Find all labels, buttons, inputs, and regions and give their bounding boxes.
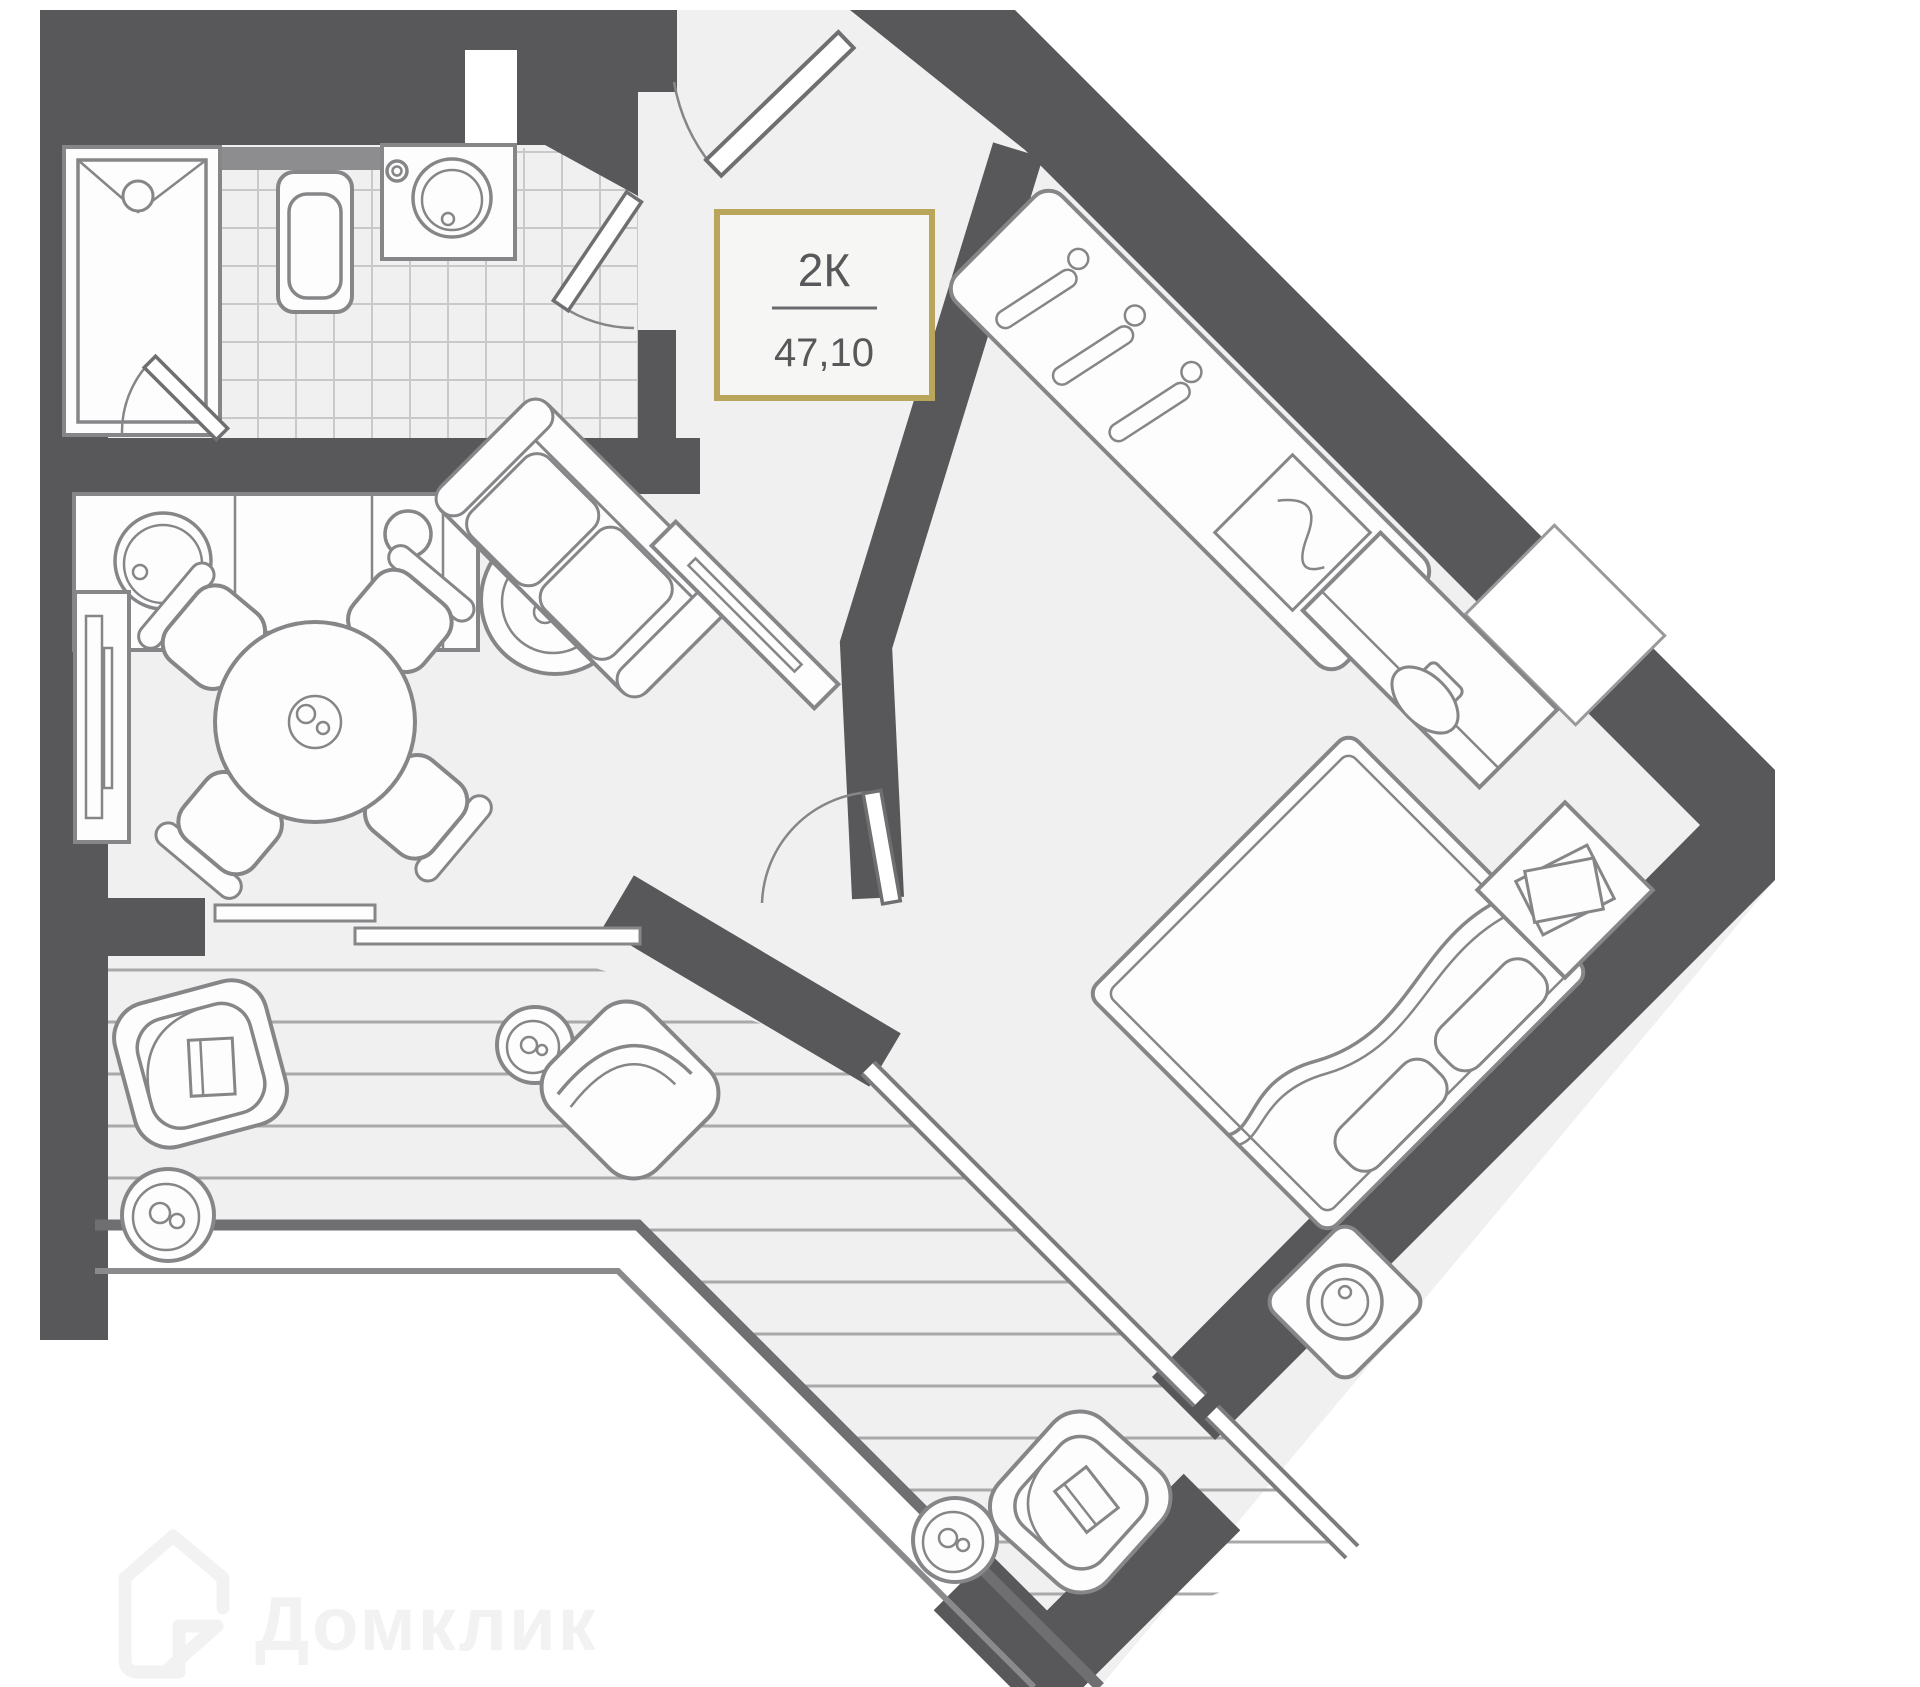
- wall-top-left: [40, 10, 677, 196]
- toilet-icon: [276, 170, 354, 314]
- shower-door-icon: [120, 353, 231, 443]
- pillow-icon: [1333, 957, 1550, 1173]
- armchair-icon: [112, 978, 289, 1150]
- window-icon: [1463, 523, 1667, 727]
- wall-bedroom-corner: [933, 1473, 1241, 1687]
- wardrobe-icon: [948, 188, 1432, 672]
- hanger-icon: [995, 247, 1203, 443]
- watermark-text: Домклик: [255, 1582, 598, 1667]
- wall-bath-door-side: [638, 330, 676, 440]
- unit-type-label: 2К: [798, 244, 851, 296]
- vent-notch: [465, 50, 517, 147]
- domclick-house-icon: [118, 1529, 230, 1679]
- washbasin-icon: [380, 143, 517, 261]
- double-bed-icon: [1090, 735, 1586, 1231]
- watermark: Домклик: [118, 1529, 598, 1679]
- bedroom-door-icon: [760, 788, 903, 906]
- nightstand-icon: [1474, 799, 1656, 981]
- bath-shelf-icon: [220, 147, 380, 170]
- area-label: 2К 47,10: [714, 209, 935, 401]
- dining-table-icon: [137, 544, 493, 900]
- book-icon: [1513, 843, 1617, 937]
- side-table-icon: [120, 1167, 216, 1263]
- armchair-icon: [539, 999, 721, 1181]
- cabinet-icon: [73, 590, 131, 844]
- wall-living-balcony: [108, 898, 205, 956]
- wall-bedroom-diagonal: [850, 10, 1775, 1440]
- armchair-icon: [987, 1409, 1173, 1595]
- shower-icon: [62, 145, 222, 437]
- book-icon: [1052, 1464, 1121, 1535]
- book-icon: [186, 1036, 237, 1098]
- pouf-icon: [1267, 1224, 1423, 1380]
- bathroom-door-icon: [550, 189, 644, 330]
- wall-living-diagonal: [602, 875, 901, 1087]
- balcony-window-icon: [213, 903, 642, 946]
- entrance-door-icon: [672, 29, 857, 179]
- tv-console-icon: [648, 518, 842, 712]
- side-table-icon: [911, 1496, 999, 1584]
- lamp-icon: [1390, 661, 1464, 735]
- area-value: 47,10: [774, 331, 874, 375]
